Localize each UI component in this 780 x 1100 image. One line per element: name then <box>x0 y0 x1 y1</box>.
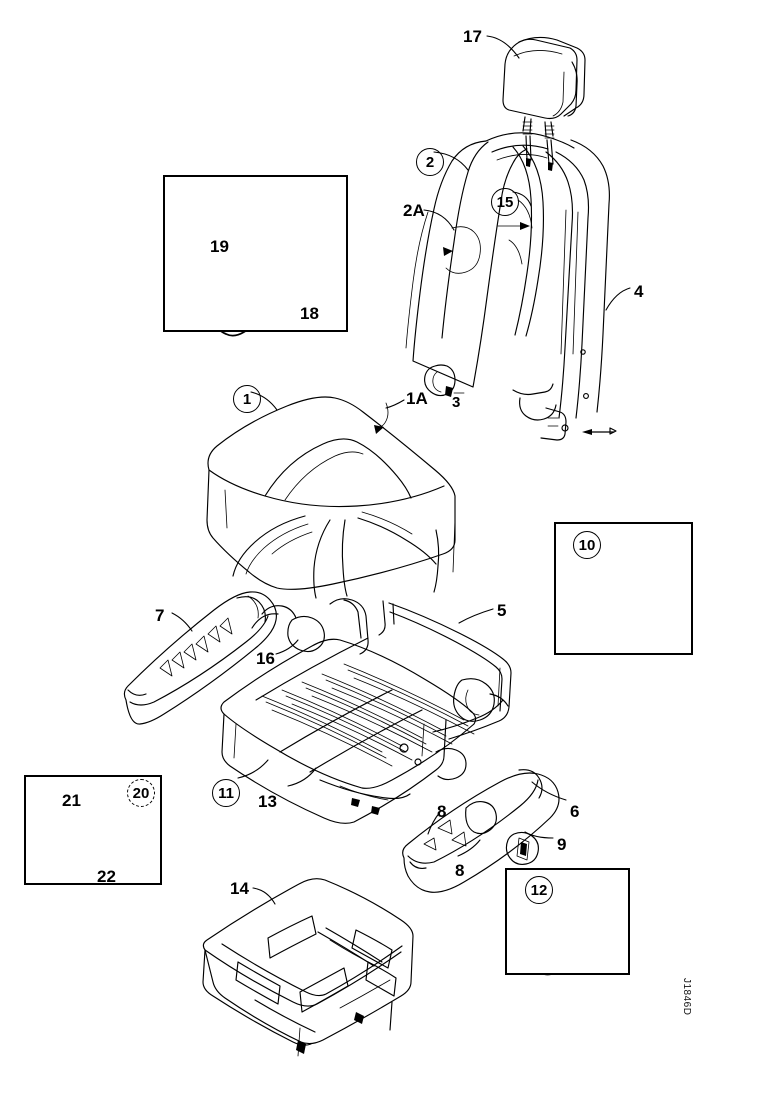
cable-inset-box <box>505 868 630 975</box>
seat-riser-base-drawing <box>202 878 414 1057</box>
callout-15: 15 <box>491 188 519 216</box>
callout-18: 18 <box>300 304 319 323</box>
callout-5: 5 <box>497 601 507 620</box>
armrest-inset-box <box>163 175 348 332</box>
callout-11: 11 <box>212 779 240 807</box>
callout-6: 6 <box>570 802 580 821</box>
callout-19: 19 <box>210 237 229 256</box>
callout-9: 9 <box>557 835 567 854</box>
side-shield-right-drawing <box>402 769 560 893</box>
seat-back-drawing <box>405 132 617 441</box>
seat-cushion-drawing <box>206 396 456 599</box>
callout-13: 13 <box>258 792 277 811</box>
callout-1: 1 <box>233 385 261 413</box>
side-shield-left-drawing <box>123 591 277 725</box>
callout-10: 10 <box>573 531 601 559</box>
callout-7: 7 <box>155 606 165 625</box>
leader-lines <box>77 35 631 905</box>
callout-21: 21 <box>62 791 81 810</box>
callout-12: 12 <box>525 876 553 904</box>
callout-8-lower: 8 <box>455 861 465 880</box>
callout-8-upper: 8 <box>437 802 447 821</box>
callout-2: 2 <box>416 148 444 176</box>
drawing-code-watermark: J1846D <box>681 978 692 1016</box>
callout-20: 20 <box>127 779 155 807</box>
callout-1a: 1A <box>406 389 428 408</box>
callout-14: 14 <box>230 879 249 898</box>
callout-4: 4 <box>634 282 644 301</box>
callout-16: 16 <box>256 649 275 668</box>
callout-17: 17 <box>463 27 482 46</box>
callout-3: 3 <box>452 394 461 411</box>
seat-frame-drawing <box>220 598 512 824</box>
callout-2a: 2A <box>403 201 425 220</box>
callout-22: 22 <box>97 867 116 886</box>
headrest-drawing <box>502 36 586 171</box>
